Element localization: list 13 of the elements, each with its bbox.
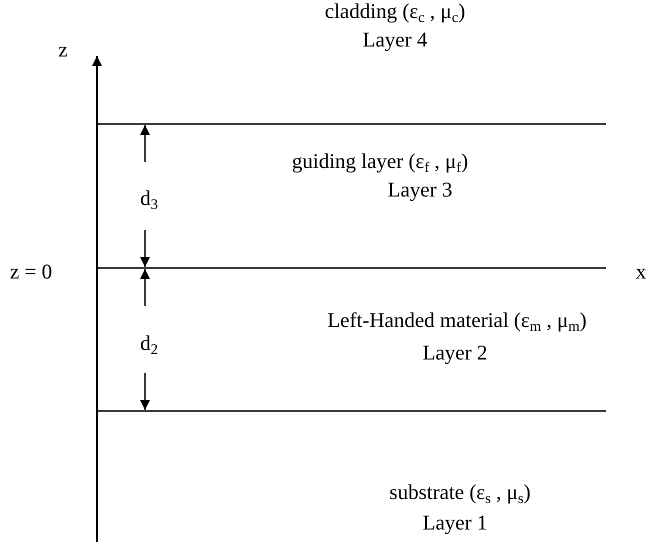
layer-label: substrate (ε$_{s}$ , μ$_{s}$) [389,481,531,507]
thickness-label: d$_{3}$ [140,187,158,213]
layer-number: Layer 1 [422,511,488,535]
axis-label: z = 0 [10,260,52,284]
layer-number: Layer 3 [388,178,452,202]
layer-number: Layer 4 [362,28,428,52]
layer-label: guiding layer (ε$_{f}$ , μ$_{f}$) [292,150,468,176]
axis-label: z [58,38,68,62]
layer-label: cladding (ε$_{c}$ , μ$_{c}$) [324,0,466,26]
axis-label: x [636,260,646,284]
layer-label: Left-Handed material (ε$_{m}$ , μ$_{m}$) [327,309,587,335]
thickness-label: d$_{2}$ [140,332,158,358]
layer-number: Layer 2 [422,341,488,365]
